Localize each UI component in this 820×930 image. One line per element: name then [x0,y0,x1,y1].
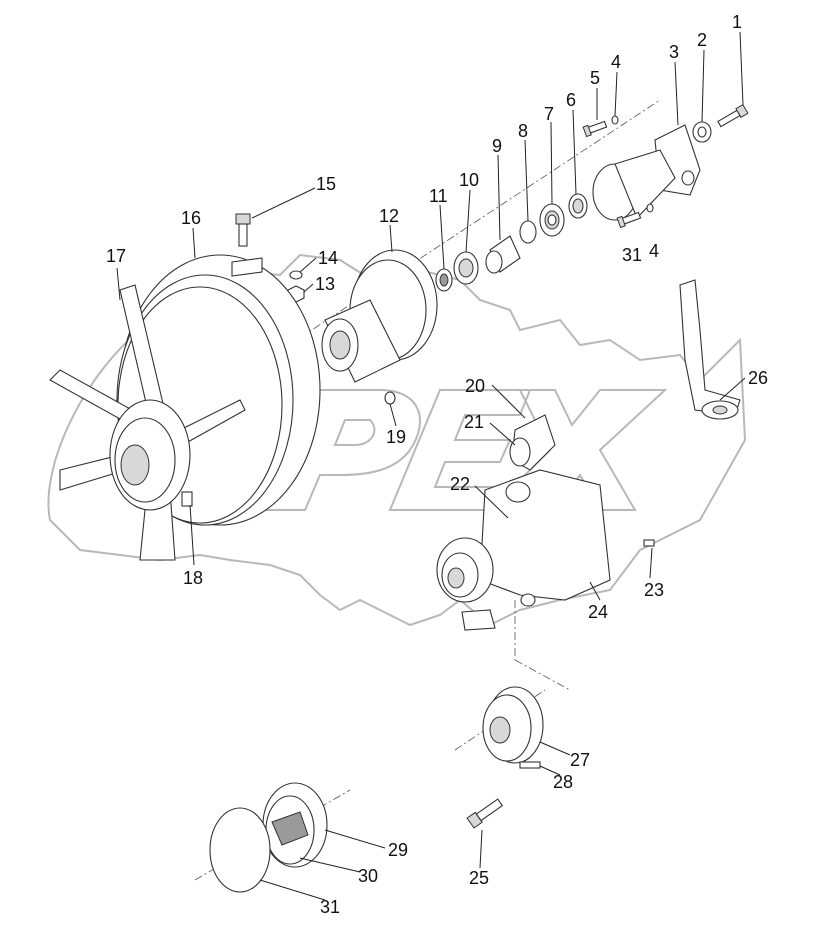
callout-24: 24 [588,602,608,622]
pin-part-23 [643,539,655,547]
callout-26: 26 [748,368,768,388]
callout-10: 10 [459,170,479,190]
watermark-letter-p [248,389,421,511]
callout-14: 14 [318,248,338,268]
callout-1: 1 [732,12,742,32]
bolt-part-15 [235,213,251,247]
seal-part-11 [435,268,453,292]
bolt-part-31-upper [616,211,642,229]
callout-29: 29 [388,840,408,860]
bearing-part-10 [453,251,479,285]
pump-housing-part-24 [436,469,611,631]
key-part-28 [519,761,541,769]
callout-4-lower: 4 [649,241,659,261]
spacer-part-9 [485,235,521,274]
callout-21: 21 [464,412,484,432]
callout-8: 8 [518,121,528,141]
callout-11: 11 [429,186,448,206]
bracket-part-26 [679,279,741,420]
callout-30: 30 [358,866,378,886]
bearing-part-7 [539,203,565,237]
thermostat-elbow-part-20-21 [509,414,556,471]
callout-31-upper: 31 [622,245,642,265]
washer-part-2 [692,121,712,143]
watermark-letter-x [487,389,668,511]
watermark-gear-outline [47,253,747,627]
leader-lines [116,31,746,901]
callout-4-upper: 4 [611,52,621,72]
cover-disc-part-31 [209,807,271,893]
callout-6: 6 [566,90,576,110]
washer-part-14 [289,270,303,280]
callout-25: 25 [469,868,489,888]
callout-31-lower: 31 [320,897,340,917]
callout-23: 23 [644,580,664,600]
callout-7: 7 [544,104,554,124]
callout-5: 5 [590,68,600,88]
callout-12: 12 [379,206,399,226]
bracket-part-3 [592,124,701,221]
callout-20: 20 [465,376,485,396]
callout-9: 9 [492,136,502,156]
callout-3: 3 [669,42,679,62]
bolt-part-1 [717,103,749,128]
callout-28: 28 [553,772,573,792]
bolt-part-18 [181,491,193,507]
pulley-part-12 [321,249,438,383]
callout-numbers: 1 2 3 4 5 6 7 8 9 10 11 12 13 14 15 16 1… [106,12,768,917]
nut-part-19 [384,391,396,405]
callout-16: 16 [181,208,201,228]
pulley-part-27 [482,686,544,764]
callout-13: 13 [315,274,335,294]
callout-18: 18 [183,568,203,588]
callout-19: 19 [386,427,406,447]
washer-part-4-upper [611,115,619,125]
bolt-part-25 [466,798,504,829]
fan-part-17 [49,284,246,561]
callout-22: 22 [450,474,470,494]
callout-27: 27 [570,750,590,770]
seal-part-6 [568,193,588,219]
ring-part-8 [519,220,537,244]
callout-2: 2 [697,30,707,50]
damper-part-29-30 [262,782,328,868]
bolt-part-5 [582,120,608,138]
washer-part-4-lower [646,203,654,213]
callout-15: 15 [316,174,336,194]
callout-17: 17 [106,246,126,266]
